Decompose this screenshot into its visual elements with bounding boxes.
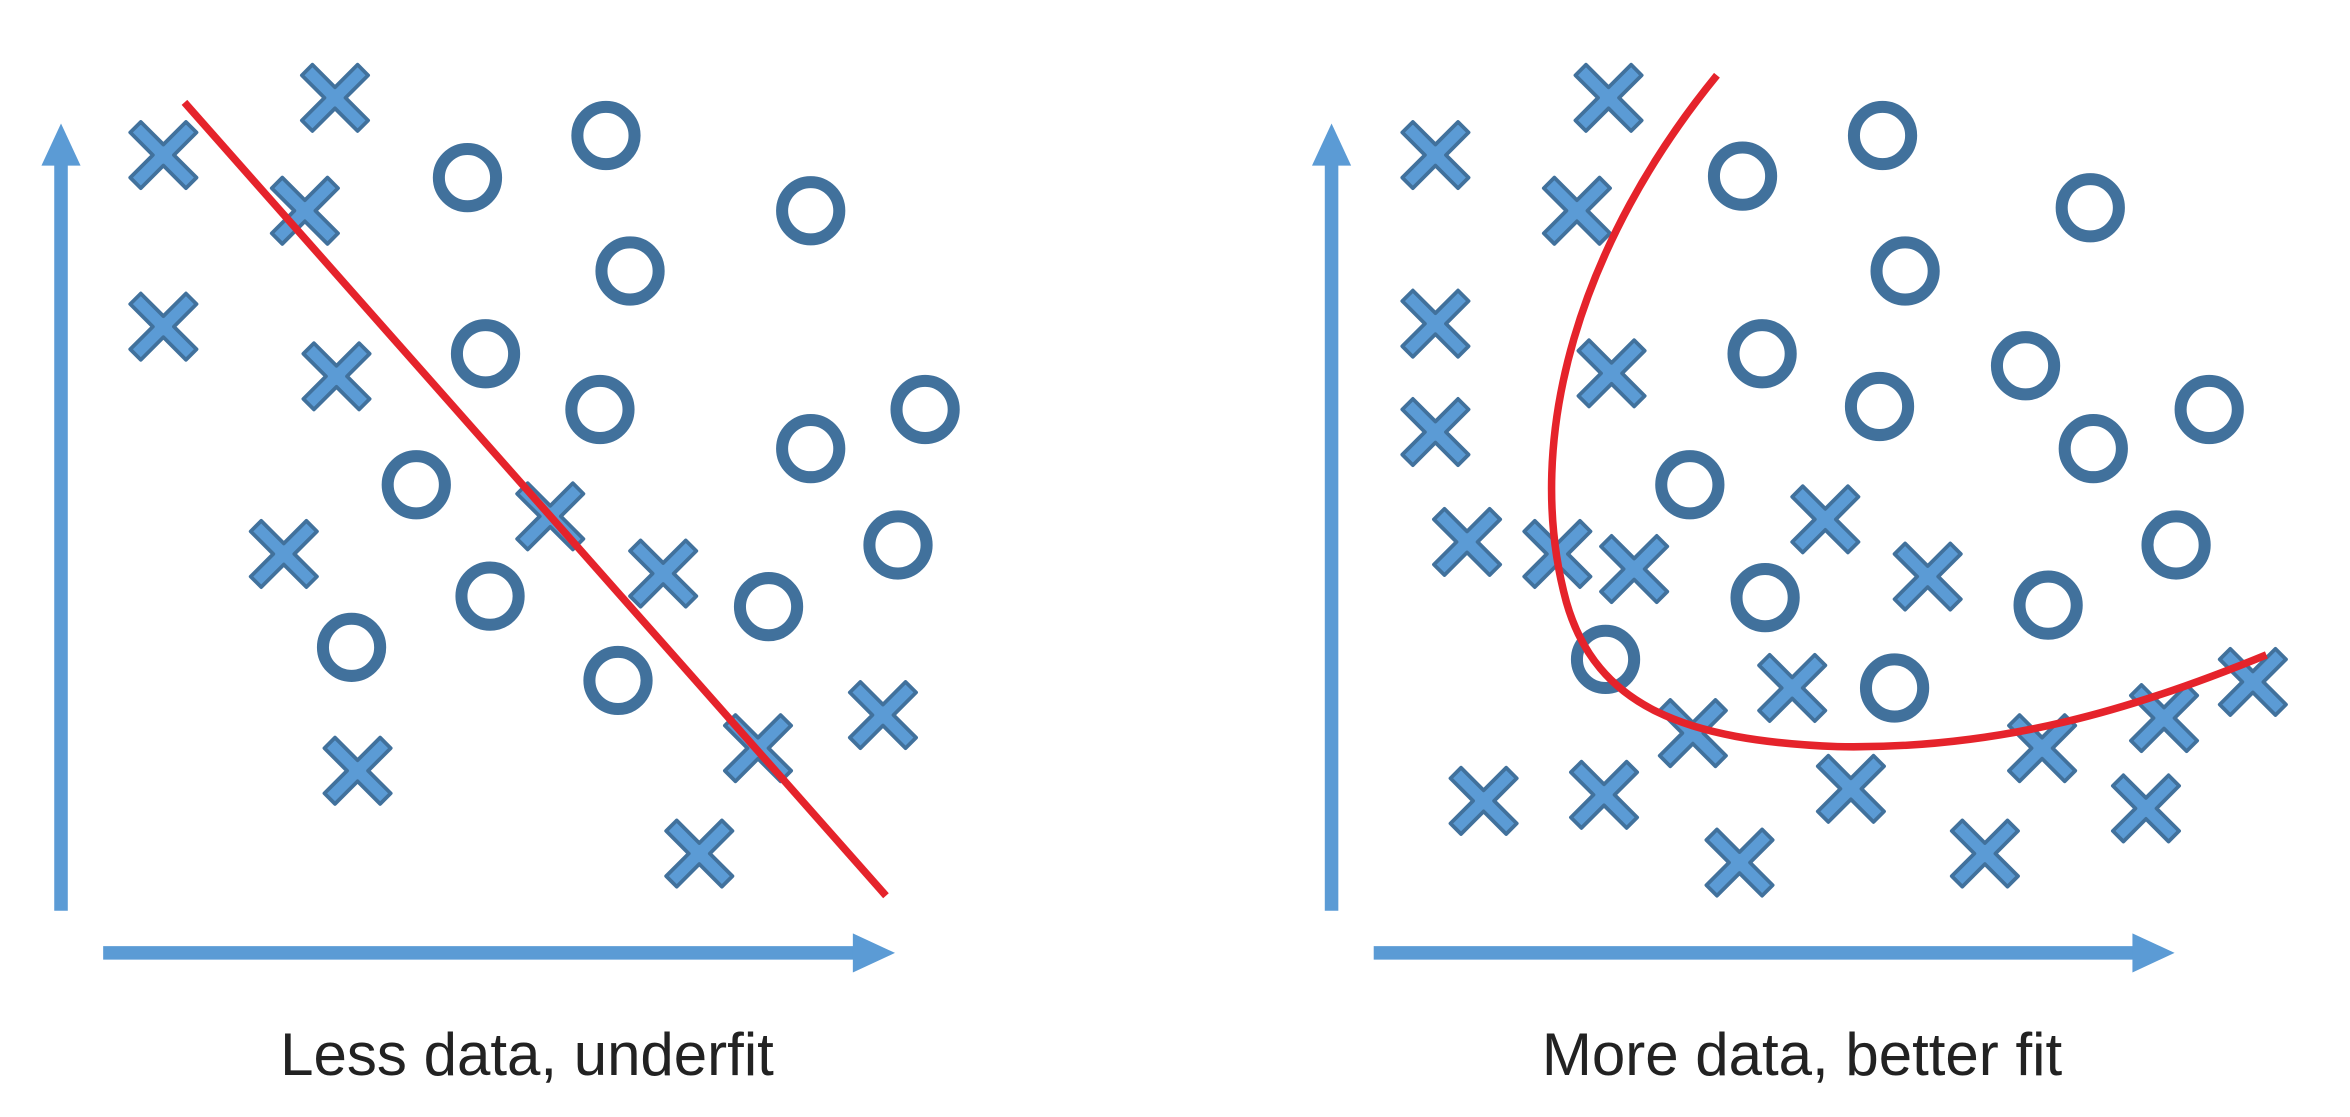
cross-marker-icon xyxy=(1432,506,1503,577)
caption-underfit: Less data, underfit xyxy=(280,1021,774,1088)
curved-fit-line xyxy=(1547,72,2268,751)
circle-marker-icon xyxy=(455,561,525,631)
cross-marker-icon xyxy=(1400,288,1471,359)
cross-marker-icon xyxy=(1892,541,1963,612)
panel-better-fit xyxy=(1311,62,2288,973)
circle-marker-icon xyxy=(450,319,521,389)
caption-better-fit: More data, better fit xyxy=(1541,1021,2063,1088)
circle-marker-icon xyxy=(1859,653,1930,723)
cross-marker-icon xyxy=(1790,484,1861,555)
circle-marker-icon xyxy=(565,374,635,445)
cross-marker-icon xyxy=(1573,62,1644,133)
cross-marker-icon xyxy=(1599,534,1670,605)
circle-marker-icon xyxy=(2013,570,2083,640)
x-axis-arrow-icon xyxy=(2132,933,2175,973)
cross-marker-icon xyxy=(1400,397,1471,468)
circle-marker-icon xyxy=(1730,563,1800,633)
y-axis-arrow-icon xyxy=(41,123,81,166)
circle-marker-icon xyxy=(733,572,804,642)
cross-marker-icon xyxy=(1757,652,1828,723)
cross-marker-icon xyxy=(1569,759,1640,830)
linear-fit-line xyxy=(181,99,889,899)
cross-marker-icon xyxy=(299,62,370,133)
circle-marker-icon xyxy=(595,236,665,306)
circle-marker-icon xyxy=(2058,413,2128,484)
cross-marker-icon xyxy=(248,518,319,589)
circle-marker-icon xyxy=(571,100,641,171)
circle-marker-icon xyxy=(1570,624,1641,694)
cross-marker-icon xyxy=(2110,773,2181,844)
circle-marker-icon xyxy=(1707,141,1778,211)
circle-marker-icon xyxy=(1844,371,1915,442)
cross-marker-icon xyxy=(1576,338,1647,409)
circle-marker-icon xyxy=(2141,510,2211,580)
cross-marker-icon xyxy=(1815,753,1886,824)
circle-marker-icon xyxy=(583,645,653,716)
circle-marker-icon xyxy=(863,510,933,580)
circle-marker-icon xyxy=(890,374,960,445)
circle-marker-icon xyxy=(2174,374,2244,445)
y-axis-arrow-icon xyxy=(1311,123,1352,166)
cross-marker-icon xyxy=(664,818,735,889)
circle-marker-icon xyxy=(776,176,846,246)
x-axis-arrow-icon xyxy=(852,933,895,973)
cross-marker-icon xyxy=(1400,120,1471,191)
cross-marker-icon xyxy=(1448,765,1519,836)
circle-marker-icon xyxy=(2055,173,2125,243)
circle-marker-icon xyxy=(381,450,451,520)
circle-marker-icon xyxy=(1870,236,1940,306)
cross-marker-icon xyxy=(1541,175,1612,246)
circle-marker-icon xyxy=(776,413,846,484)
circle-marker-icon xyxy=(1655,450,1725,520)
circle-marker-icon xyxy=(1847,100,1918,171)
circle-marker-icon xyxy=(432,143,503,213)
cross-marker-icon xyxy=(128,291,199,362)
cross-marker-icon xyxy=(322,735,393,806)
cross-marker-icon xyxy=(1704,827,1775,898)
cross-marker-icon xyxy=(1949,818,2020,889)
circle-marker-icon xyxy=(1990,331,2061,401)
cross-marker-icon xyxy=(269,175,340,246)
cross-marker-icon xyxy=(128,120,199,191)
circle-marker-icon xyxy=(316,612,387,682)
cross-marker-icon xyxy=(847,680,918,751)
cross-marker-icon xyxy=(628,538,699,609)
circle-marker-icon xyxy=(1727,319,1797,389)
cross-marker-icon xyxy=(301,341,372,412)
panel-underfit xyxy=(41,62,960,973)
